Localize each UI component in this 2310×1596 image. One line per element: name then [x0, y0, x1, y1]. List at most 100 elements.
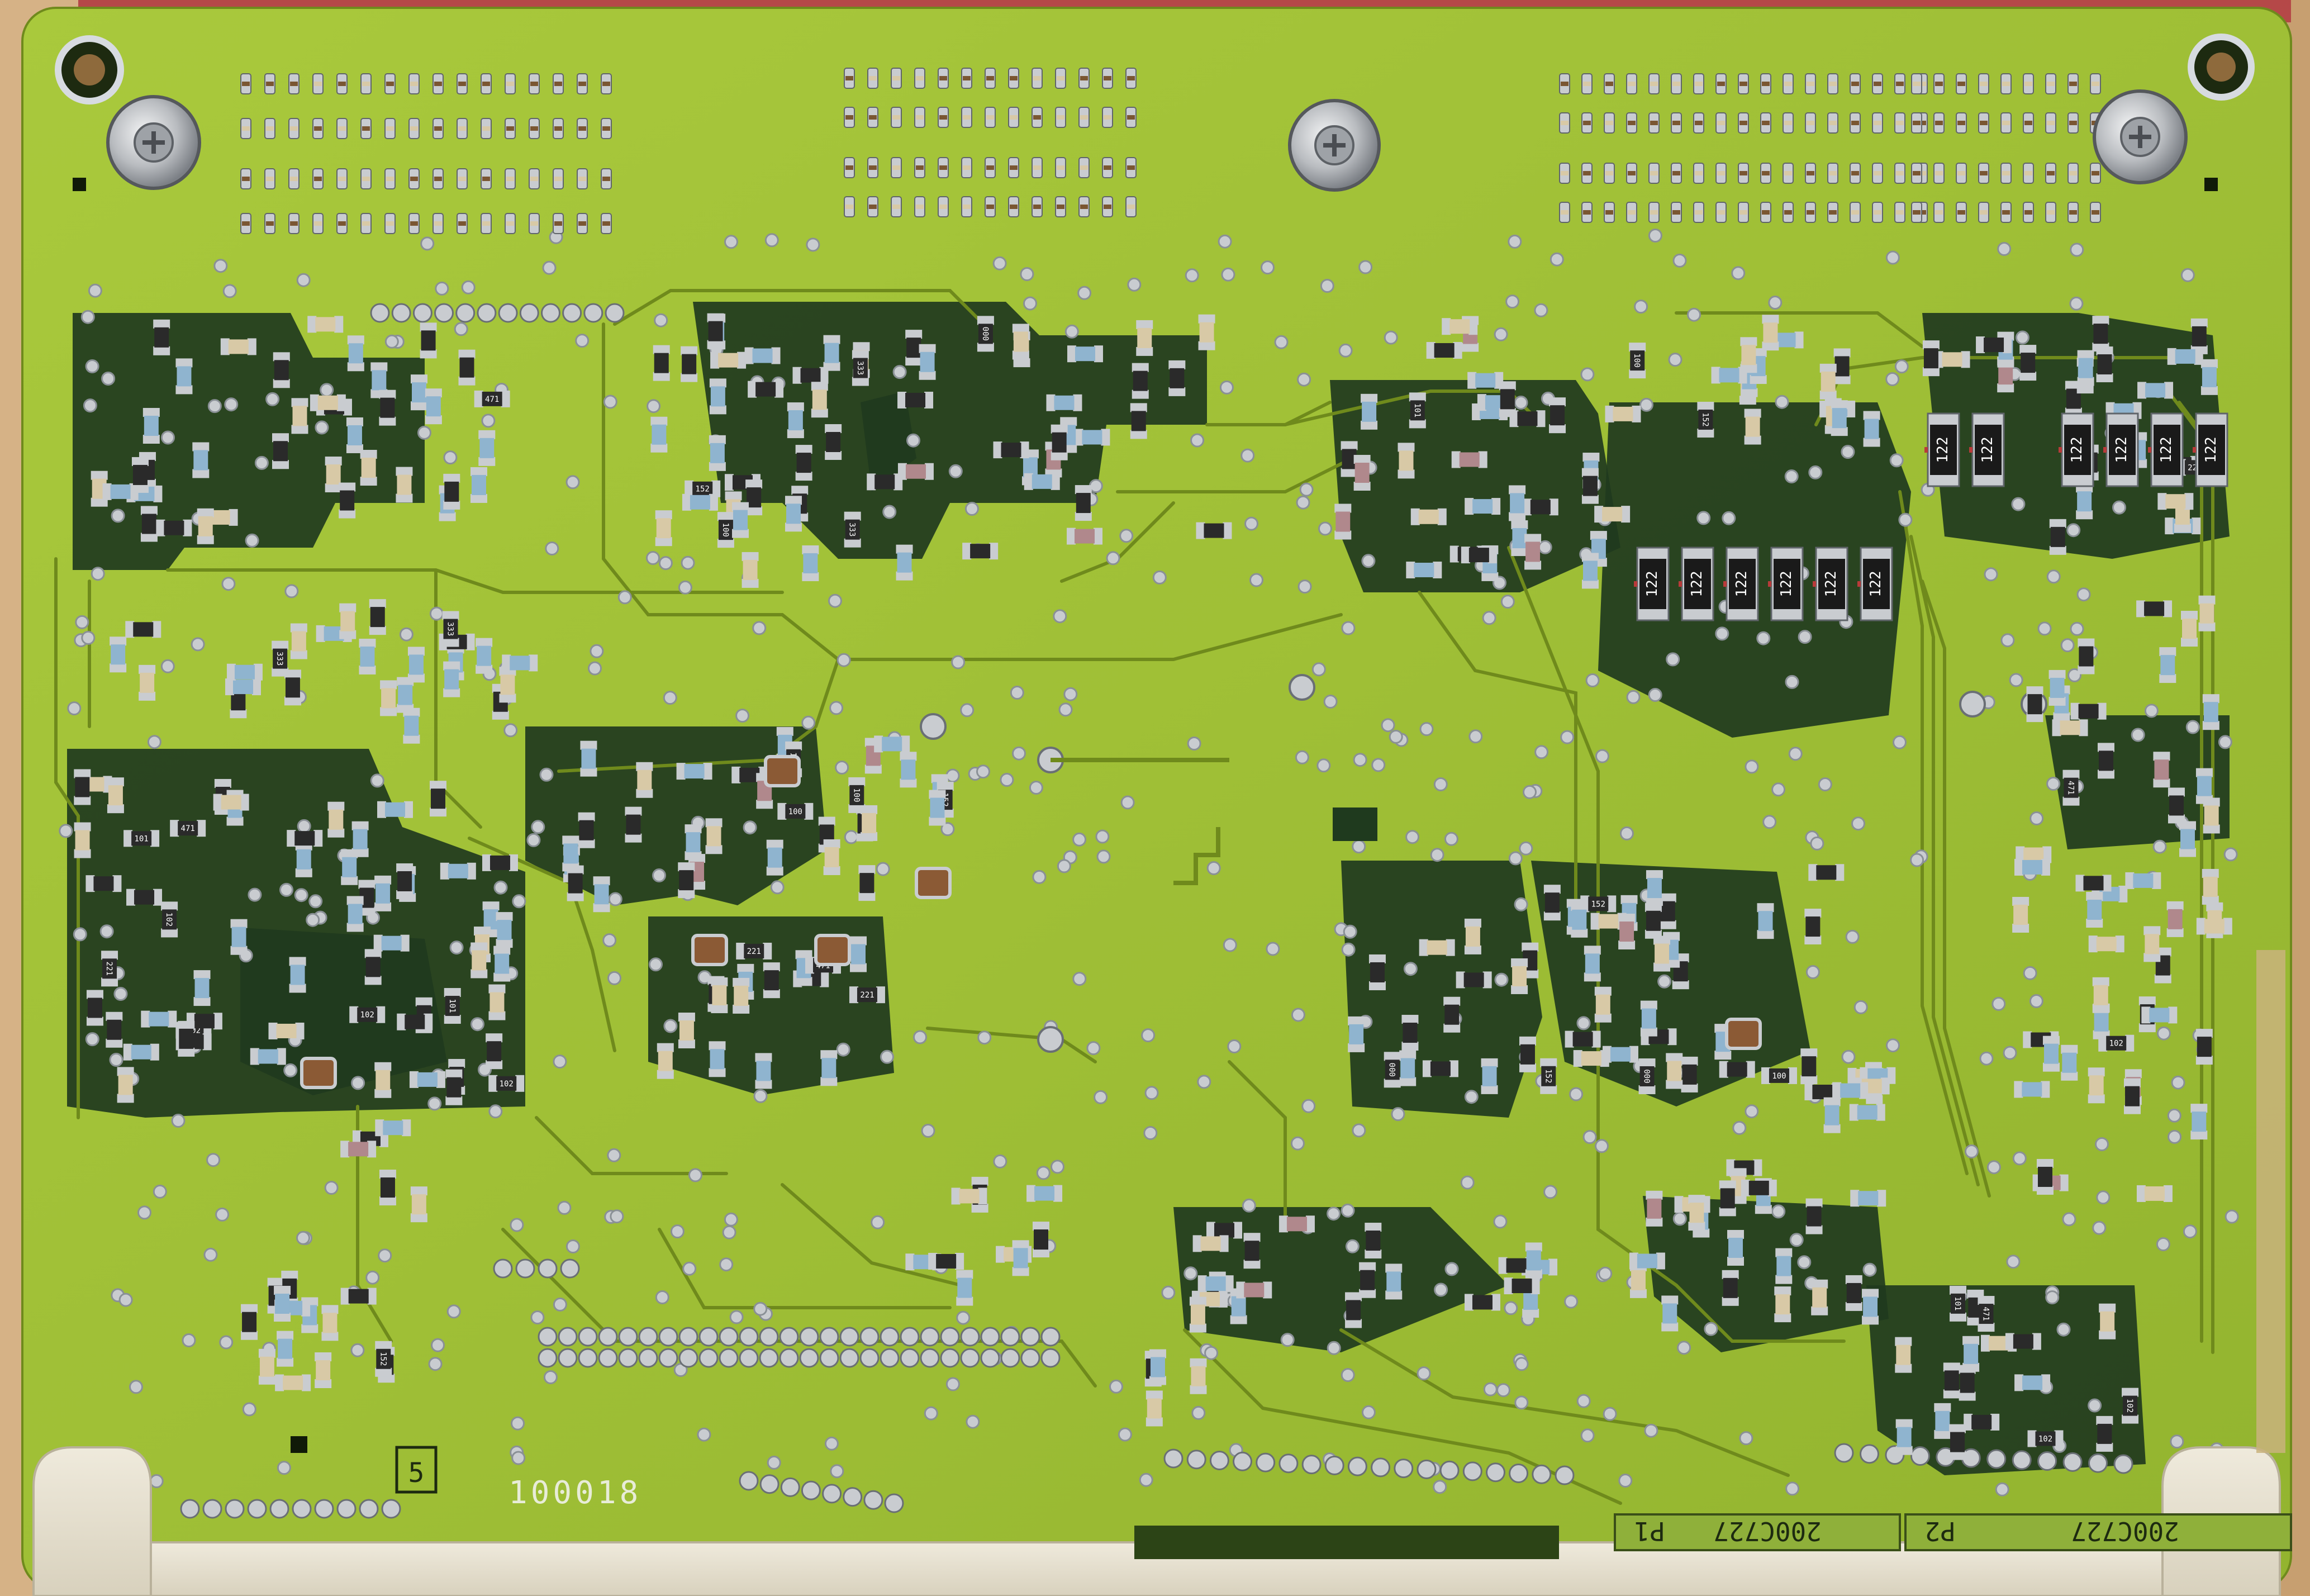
- smd-component: [360, 450, 377, 486]
- svg-text:100: 100: [1632, 353, 1641, 367]
- smd-component: [1823, 1097, 1841, 1133]
- resistor-122: 122: [1723, 547, 1759, 621]
- smd-component: [1519, 1036, 1536, 1072]
- smd-component: [707, 313, 724, 349]
- smd-component: 102: [2098, 1034, 2135, 1052]
- smd-component: [1419, 939, 1455, 956]
- smd-component: [1934, 351, 1970, 368]
- resistor-122: 122: [1857, 547, 1893, 621]
- svg-text:152: 152: [378, 1352, 387, 1366]
- connector-pads: [240, 68, 2101, 234]
- smd-component: [1024, 473, 1060, 490]
- svg-text:100: 100: [788, 808, 802, 816]
- svg-text:333: 333: [446, 622, 455, 636]
- smd-component: [811, 382, 828, 418]
- smd-component: [1401, 1015, 1419, 1051]
- smd-component: [74, 822, 91, 858]
- smd-component: [1136, 320, 1153, 356]
- smd-component: [359, 638, 376, 674]
- svg-text:122: 122: [2069, 437, 2085, 463]
- svg-text:471: 471: [2066, 781, 2075, 795]
- smd-component: [2202, 868, 2219, 905]
- smd-component: [470, 467, 487, 503]
- part-number-p2-label: 200C727: [2071, 1516, 2179, 1546]
- smd-component: [682, 493, 718, 511]
- smd-component: [2005, 1333, 2041, 1350]
- smd-component: [650, 416, 668, 453]
- smd-component: [230, 919, 248, 955]
- smd-component: [1719, 1061, 1755, 1078]
- smd-component: 152: [1697, 401, 1714, 438]
- resistor-122: 122: [1768, 547, 1804, 621]
- smd-component: [874, 735, 910, 753]
- smd-component: [339, 603, 357, 639]
- smd-component: [1504, 1277, 1540, 1295]
- smd-component: [1168, 360, 1186, 396]
- smd-component: [295, 841, 312, 877]
- smd-component: [1067, 345, 1103, 363]
- smd-component: [657, 1043, 674, 1079]
- smd-component: [1353, 455, 1371, 491]
- smd-component: [476, 638, 493, 674]
- smd-component: [1385, 1264, 1403, 1300]
- smd-component: [2097, 743, 2114, 779]
- svg-text:221: 221: [104, 962, 113, 976]
- smd-component: [1051, 424, 1068, 460]
- smd-component: 102: [2027, 1430, 2064, 1447]
- smd-component: 101: [1409, 392, 1426, 429]
- smd-component: [379, 1170, 396, 1206]
- smd-component: [867, 473, 903, 491]
- smd-component: [1464, 918, 1481, 954]
- smd-component: [2167, 348, 2203, 365]
- smd-component: [213, 794, 249, 811]
- smd-component: [1688, 1195, 1705, 1231]
- smd-component: [1499, 381, 1516, 417]
- smd-component: [748, 381, 784, 398]
- smd-component: [2014, 1081, 2050, 1098]
- bottom-copper-block: [1134, 1526, 1559, 1559]
- smd-component: [377, 801, 413, 818]
- smd-component: [370, 362, 388, 398]
- smd-component: 152: [1540, 1058, 1557, 1094]
- smd-component: [1075, 485, 1092, 521]
- smd-component: [766, 839, 783, 876]
- smd-component: [1465, 498, 1501, 515]
- smd-component: [1348, 1016, 1365, 1052]
- smd-component: [1149, 1349, 1166, 1385]
- smd-component: [2099, 1303, 2116, 1340]
- smd-component: [1410, 508, 1447, 525]
- svg-text:102: 102: [2038, 1434, 2052, 1443]
- smd-component: [2136, 600, 2173, 618]
- smd-component: [1451, 451, 1487, 468]
- smd-component: [126, 889, 163, 906]
- svg-text:152: 152: [1700, 412, 1709, 426]
- smd-component: [420, 322, 437, 359]
- smd-component: [1026, 1185, 1063, 1202]
- smd-component: [340, 1141, 377, 1158]
- smd-component: [785, 496, 802, 532]
- smd-component: [1467, 372, 1504, 389]
- smd-component: [655, 510, 672, 547]
- smd-component: [258, 1348, 275, 1385]
- svg-text:122: 122: [2113, 437, 2130, 463]
- smd-component: [745, 479, 763, 516]
- smd-component: [1605, 405, 1641, 422]
- smd-component: [1192, 1235, 1229, 1252]
- smd-component: [411, 374, 428, 411]
- smd-component: 102: [488, 1075, 525, 1092]
- smd-component: [1456, 971, 1492, 989]
- smd-component: 102: [349, 1006, 386, 1023]
- smd-component: [1359, 1262, 1376, 1298]
- smd-component: [1196, 522, 1232, 539]
- smd-component: [2026, 686, 2043, 723]
- svg-text:122: 122: [1778, 571, 1795, 597]
- svg-text:102: 102: [500, 1080, 514, 1089]
- corner-holes: [55, 34, 2255, 104]
- smd-component: [792, 367, 829, 384]
- smd-component: [1524, 534, 1542, 570]
- smd-component: [993, 441, 1029, 459]
- smd-component: [2153, 752, 2170, 788]
- smd-component: [2048, 669, 2066, 706]
- svg-text:471: 471: [485, 395, 499, 404]
- smd-component: [1845, 1275, 1862, 1311]
